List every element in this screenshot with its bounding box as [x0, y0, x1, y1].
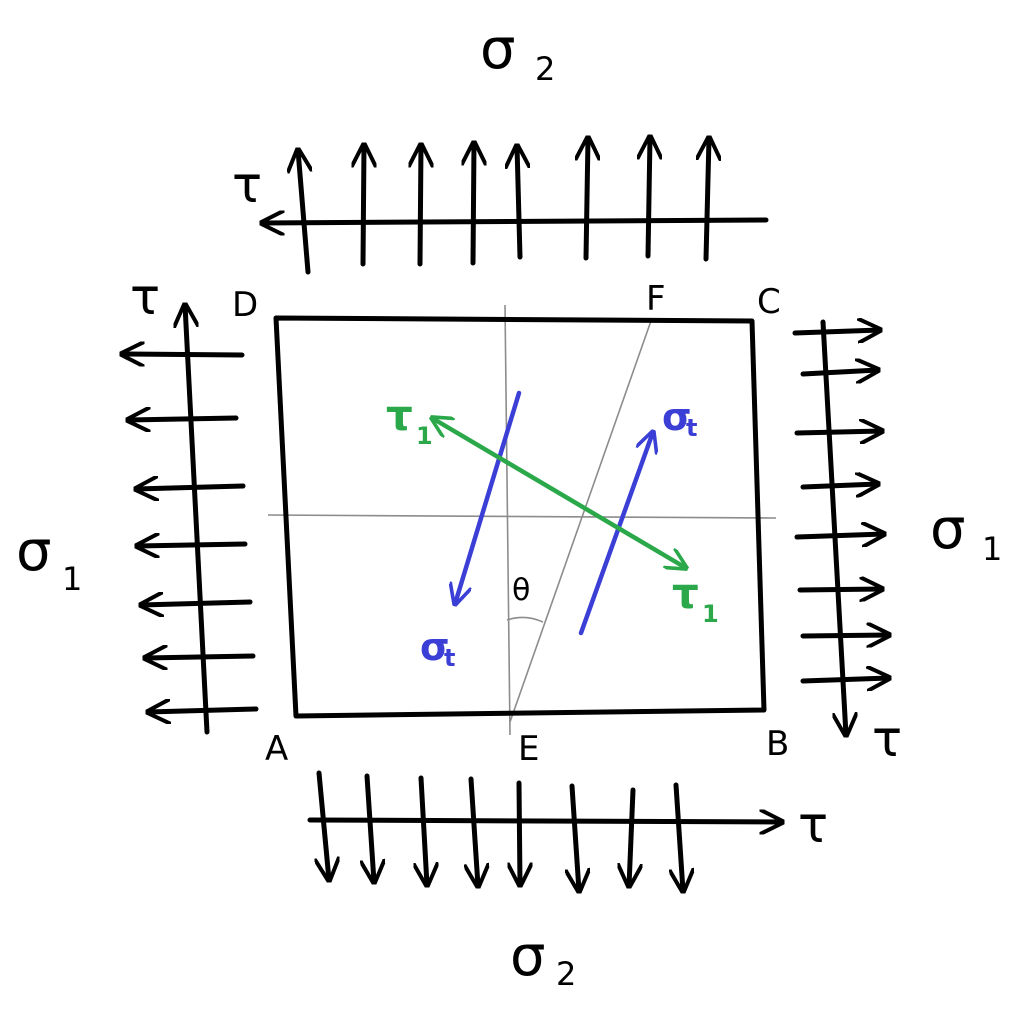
corner-label-D: D — [232, 285, 258, 325]
left-shear-arrow — [185, 305, 210, 735]
theta-arc — [506, 616, 544, 623]
svg-text:t: t — [444, 644, 455, 672]
sigma-t-label-lower: σ t — [420, 625, 455, 672]
corner-label-E: E — [518, 729, 539, 769]
svg-text:σ: σ — [510, 924, 546, 989]
svg-text:t: t — [686, 414, 697, 442]
corner-label-F: F — [646, 279, 666, 319]
left-sigma1-label: σ 1 — [16, 519, 82, 598]
bottom-sigma2-label: σ 2 — [510, 924, 576, 993]
svg-text:σ: σ — [930, 497, 966, 562]
stress-element-square — [273, 315, 767, 719]
top-sigma2-label: σ 2 — [480, 17, 555, 88]
svg-text:2: 2 — [535, 50, 555, 88]
right-shear-arrow — [820, 319, 846, 735]
right-sigma1-label: σ 1 — [930, 497, 1002, 568]
top-shear-arrow — [262, 220, 769, 223]
corner-label-A: A — [265, 729, 288, 769]
svg-text:σ: σ — [420, 625, 450, 669]
tau1-double-arrow — [432, 418, 686, 568]
tau1-label-upper: τ 1 — [386, 391, 433, 450]
svg-text:1: 1 — [702, 600, 719, 628]
top-tau-label: τ — [232, 156, 262, 214]
svg-text:1: 1 — [62, 560, 82, 598]
sigma-t-arrow-upper — [578, 432, 653, 636]
inclined-plane-EF — [509, 317, 653, 723]
construction-lines — [267, 304, 777, 736]
top-edge-loads — [262, 137, 769, 275]
theta-label: θ — [512, 573, 530, 608]
sigma-t-arrow-lower — [455, 390, 522, 604]
svg-text:1: 1 — [982, 530, 1002, 568]
horizontal-centerline — [267, 514, 777, 519]
svg-text:σ: σ — [480, 17, 516, 82]
svg-text:τ: τ — [672, 569, 699, 618]
svg-text:σ: σ — [16, 519, 52, 584]
corner-label-B: B — [766, 724, 789, 764]
left-edge-loads — [122, 305, 259, 735]
svg-text:σ: σ — [662, 395, 692, 439]
bottom-tau-label: τ — [798, 796, 828, 854]
bottom-shear-arrow — [307, 820, 782, 822]
sigma-t-label-upper: σ t — [662, 395, 697, 442]
bottom-edge-loads — [307, 770, 782, 891]
corner-label-C: C — [757, 282, 781, 322]
right-tau-label: τ — [872, 710, 902, 768]
svg-text:τ: τ — [386, 391, 413, 440]
left-tau-label: τ — [130, 268, 160, 326]
svg-text:2: 2 — [556, 955, 576, 993]
tau1-label-lower: τ 1 — [672, 569, 719, 628]
vertical-centerline — [504, 304, 511, 736]
right-edge-loads — [792, 319, 889, 735]
svg-text:1: 1 — [416, 422, 433, 450]
